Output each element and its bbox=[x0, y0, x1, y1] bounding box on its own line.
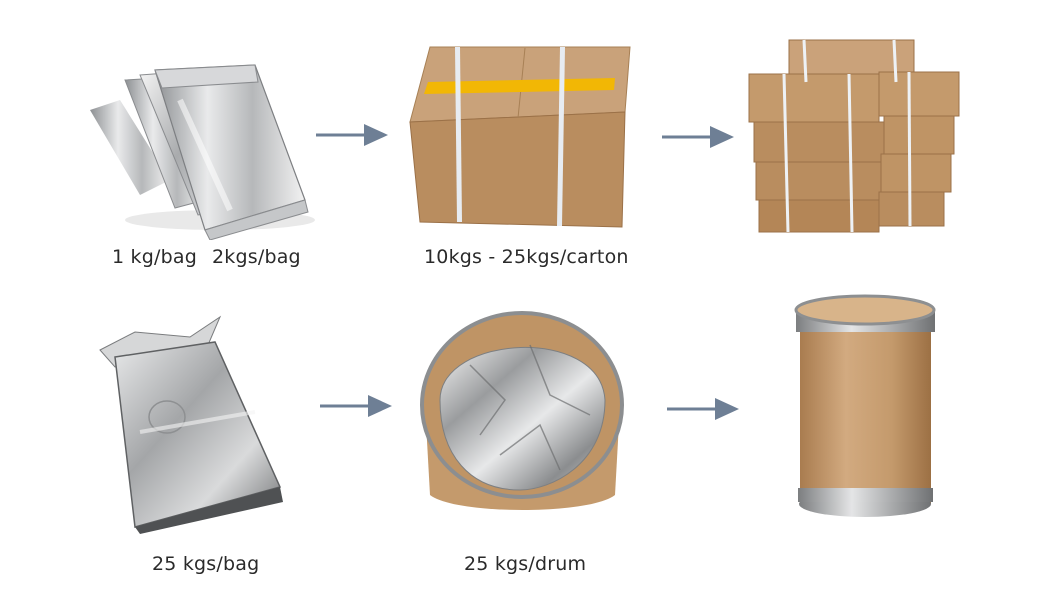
carton-stack-image bbox=[748, 39, 960, 233]
caption-1kg-bag: 1 kg/bag bbox=[112, 246, 197, 268]
caption-25kgs-bag: 25 kgs/bag bbox=[152, 553, 260, 575]
carton-box-image bbox=[409, 46, 631, 228]
arrow-right-icon bbox=[667, 398, 739, 420]
closed-fiber-drum-image bbox=[794, 294, 936, 517]
caption-25kgs-drum: 25 kgs/drum bbox=[464, 553, 587, 575]
foil-bags-image bbox=[90, 64, 315, 240]
caption-2kgs-bag: 2kgs/bag bbox=[212, 246, 301, 268]
open-drum-image bbox=[420, 311, 624, 510]
arrow-right-icon bbox=[320, 395, 392, 417]
large-foil-bag-image bbox=[99, 315, 283, 534]
arrow-right-icon bbox=[316, 124, 388, 146]
arrow-right-icon bbox=[662, 126, 734, 148]
caption-carton: 10kgs - 25kgs/carton bbox=[424, 246, 629, 268]
